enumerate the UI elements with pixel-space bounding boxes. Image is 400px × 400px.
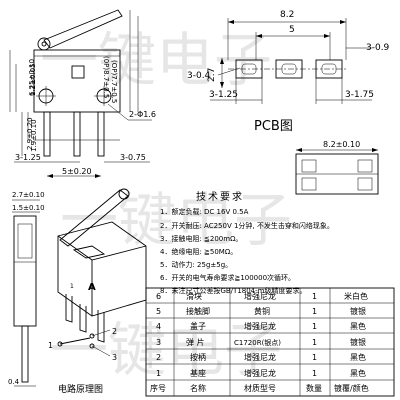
table-cell: C1720R(银点) bbox=[234, 338, 281, 347]
dim-pin-thickness: 0.4 bbox=[8, 378, 20, 386]
table-cell: 2 bbox=[156, 353, 161, 362]
dim-front-width: 2.7±0.10 bbox=[12, 191, 45, 199]
isometric-view: A 1 bbox=[57, 188, 147, 343]
tech-item-1: 1．额定负载: DC 16V 0.5A bbox=[160, 207, 249, 216]
table-cell: 滑块 bbox=[186, 291, 202, 301]
table-cell: 1 bbox=[312, 292, 317, 301]
table-cell: 增强尼龙 bbox=[244, 291, 276, 301]
dim-side-left-bottom: 3-1.25 bbox=[15, 153, 41, 162]
table-cell: 基座 bbox=[190, 368, 206, 378]
dim-height: 2.7 bbox=[207, 68, 217, 82]
table-cell: 镀银 bbox=[350, 337, 366, 347]
circuit-schematic: 3 2 1 电路原理图 bbox=[48, 327, 117, 395]
table-cell: 增强尼龙 bbox=[244, 321, 276, 331]
table-cell: 1 bbox=[312, 353, 317, 362]
table-header-cell: 材质型号 bbox=[244, 383, 276, 393]
dim-height-pins: 2.9±0.20 bbox=[26, 117, 34, 150]
table-cell: 5 bbox=[156, 307, 161, 316]
tech-item-6: 6．开关的电气寿命要求≧100000次循环。 bbox=[160, 273, 295, 282]
table-cell: 1 bbox=[312, 338, 317, 347]
table-cell: 黑色 bbox=[350, 368, 366, 378]
table-cell: 1 bbox=[312, 322, 317, 331]
watermark-text-2: 一键电子 bbox=[60, 186, 292, 254]
tech-item-8: 8．未注尺寸公差按GB/T1804-m级精度要求。 bbox=[160, 286, 306, 295]
table-cell: 黑色 bbox=[350, 321, 366, 331]
dim-side-right-bottom: 3-0.75 bbox=[120, 153, 146, 162]
iso-terminal-1: 1 bbox=[70, 283, 74, 290]
table-cell: 4 bbox=[156, 322, 161, 331]
table-cell: 增强尼龙 bbox=[244, 352, 276, 362]
dim-offset: 1.9±0.10 bbox=[30, 119, 38, 152]
end-view: 8.2±0.10 bbox=[295, 140, 379, 195]
table-cell: 1 bbox=[312, 369, 317, 378]
circuit-caption: 电路原理图 bbox=[58, 383, 103, 395]
terminal-a-mark: A bbox=[88, 282, 96, 293]
table-cell: 6 bbox=[156, 292, 161, 301]
front-view: 2.7±0.10 1.5±0.10 0.4 bbox=[8, 191, 45, 387]
table-cell: 按柄 bbox=[190, 352, 206, 362]
side-view: 6.25±0.10 2.9±0.20 1.9±0.10 1.2±0.05 (0P… bbox=[9, 9, 156, 178]
dim-end-width: 8.2±0.10 bbox=[323, 140, 360, 149]
table-cell: 盖子 bbox=[190, 321, 206, 331]
table-cell: 增强尼龙 bbox=[244, 368, 276, 378]
table-cell: 黑色 bbox=[350, 352, 366, 362]
dim-pin-side: 3-0.9 bbox=[366, 43, 390, 53]
table-header-cell: 数量 bbox=[306, 383, 322, 393]
table-header-cell: 序号 bbox=[150, 383, 166, 393]
table-header-cell: 名称 bbox=[190, 383, 206, 393]
circuit-terminal-1: 1 bbox=[48, 341, 53, 350]
tech-item-3: 3．接触电阻: ≦200mΩ。 bbox=[160, 234, 242, 243]
dim-pin-span: 5 bbox=[289, 25, 295, 35]
dim-pitch: 5±0.20 bbox=[62, 167, 92, 176]
pcb-title: PCB图 bbox=[254, 119, 293, 134]
dim-width-a: 1.2±0.05 bbox=[29, 63, 37, 96]
dim-front-width-b: 1.5±0.10 bbox=[12, 204, 45, 212]
tech-requirements: 技术要求 1．额定负载: DC 16V 0.5A 2．开关耐压: AC250V … bbox=[160, 190, 334, 295]
watermark: 一键电子 一键电子 一键电子 bbox=[40, 26, 292, 384]
dim-height-a: (0P)8.7±0.5 bbox=[102, 56, 110, 98]
dim-height-b: (OP)7.7±0.5 bbox=[110, 60, 118, 103]
table-cell: 黄铜 bbox=[254, 306, 270, 316]
tech-item-5: 5．动作力: 25g±5g。 bbox=[160, 260, 232, 269]
table-header-cell: 镀覆/颜色 bbox=[334, 383, 369, 393]
table-cell: 1 bbox=[156, 369, 161, 378]
watermark-text-1: 一键电子 bbox=[40, 26, 272, 94]
table-cell: 米白色 bbox=[344, 291, 368, 301]
tech-title: 技术要求 bbox=[196, 190, 244, 203]
parts-table: 6 滑块 增强尼龙 1 米白色 5 接触脚 黄铜 1 镀银 4 盖子 增强尼龙 … bbox=[145, 287, 395, 397]
table-cell: 3 bbox=[156, 338, 161, 347]
dim-right-bottom: 3-1.75 bbox=[345, 90, 374, 100]
dim-left-bottom: 3-1.25 bbox=[209, 90, 238, 100]
dim-hole: 2-Φ1.6 bbox=[129, 110, 156, 119]
dim-height-main: 6.25±0.10 bbox=[28, 59, 36, 96]
pcb-layout: 8.2 5 3-0.9 2.7 3-0.4 3-1.25 bbox=[187, 10, 390, 134]
table-cell: 1 bbox=[312, 307, 317, 316]
table-cell: 接触脚 bbox=[186, 306, 210, 316]
circuit-terminal-2: 2 bbox=[112, 327, 117, 336]
watermark-text-3: 一键电子 bbox=[50, 316, 282, 384]
dim-total-width: 8.2 bbox=[280, 10, 294, 20]
circuit-terminal-3: 3 bbox=[112, 353, 117, 362]
tech-item-2: 2．开关耐压: AC250V 1分钟, 不发生击穿和闪络现象。 bbox=[160, 221, 334, 230]
table-cell: 镀银 bbox=[350, 306, 366, 316]
table-cell: 弹 片 bbox=[186, 337, 205, 347]
dim-pin-hole-left: 3-0.4 bbox=[187, 71, 211, 81]
tech-item-4: 4．绝缘电阻: ≧50MΩ。 bbox=[160, 247, 237, 256]
